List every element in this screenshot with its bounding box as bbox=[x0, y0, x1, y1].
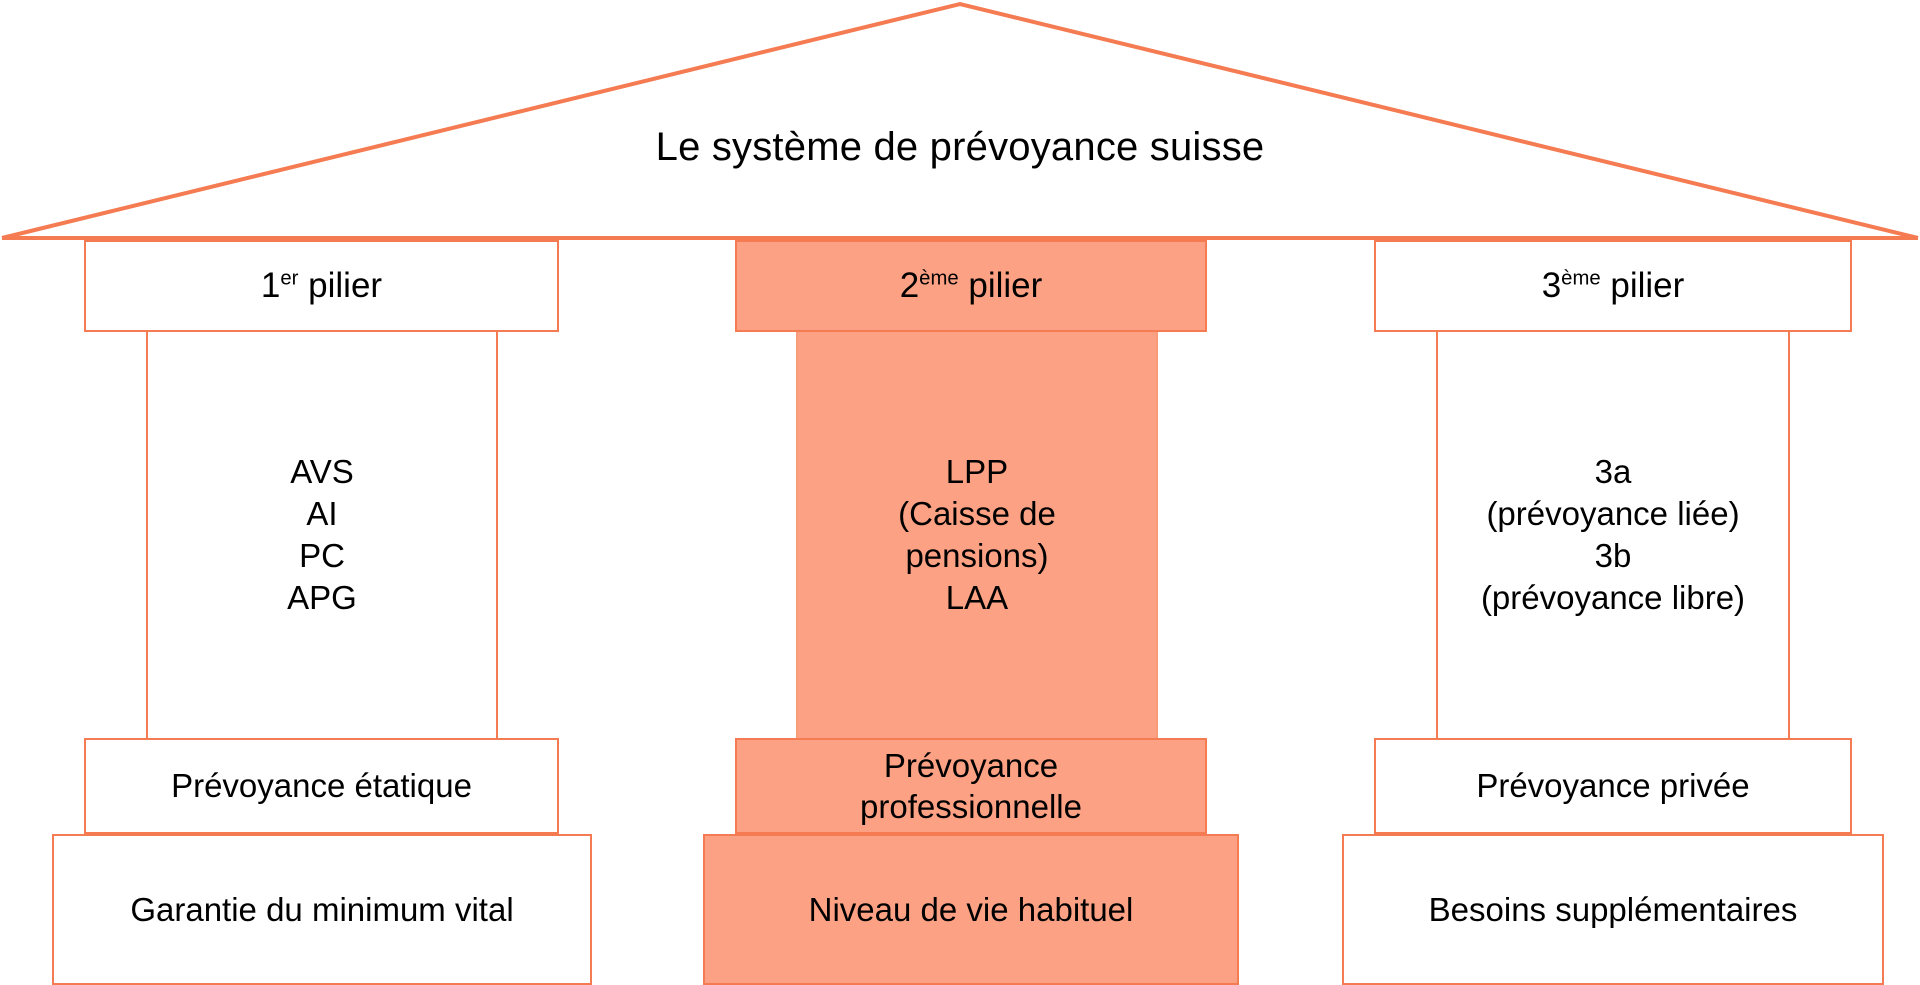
pillar-1-base-label: Garantie du minimum vital bbox=[130, 890, 514, 928]
pillar-1-shaft-text: AVS AI PC APG bbox=[287, 451, 357, 619]
pillar-3-capital-label: 3ème pilier bbox=[1542, 264, 1685, 308]
pillar-1-shaft-line: AI bbox=[306, 495, 338, 533]
pillar-1-word: pilier bbox=[308, 266, 383, 306]
pillar-2-number: 2 bbox=[899, 266, 920, 306]
pillar-2-base-label: Niveau de vie habituel bbox=[808, 890, 1134, 928]
page-title: Le système de prévoyance suisse bbox=[655, 125, 1265, 169]
pillar-1-base-box[interactable]: Garantie du minimum vital bbox=[52, 834, 592, 985]
pillar-2-ordinal: ème bbox=[919, 267, 959, 290]
pillar-2-middle-line: Prévoyance bbox=[883, 746, 1059, 784]
pillar-1-capital[interactable]: 1er pilier bbox=[84, 240, 559, 332]
pillar-1-capital-label: 1er pilier bbox=[261, 264, 382, 308]
pillar-2-shaft-line: LPP bbox=[945, 453, 1009, 491]
pillar-1-shaft-line: APG bbox=[287, 578, 357, 616]
pillar-1-middle-box[interactable]: Prévoyance étatique bbox=[84, 738, 559, 834]
pillar-3-shaft-line: 3a bbox=[1594, 453, 1632, 491]
pillar-3-capital[interactable]: 3ème pilier bbox=[1374, 240, 1852, 332]
pillar-2-middle-line: professionnelle bbox=[860, 788, 1082, 825]
pillar-3-shaft-line: (prévoyance liée) bbox=[1486, 495, 1740, 533]
pillar-1-shaft-line: AVS bbox=[290, 453, 354, 491]
pillar-3-middle-label: Prévoyance privée bbox=[1476, 767, 1750, 805]
roof-gable-icon bbox=[1, 1, 1919, 240]
pillar-2-capital[interactable]: 2ème pilier bbox=[735, 240, 1207, 332]
pillar-2-middle-label: Prévoyance professionnelle bbox=[860, 745, 1082, 828]
pillar-2-shaft[interactable]: LPP (Caisse de pensions) LAA bbox=[796, 332, 1158, 738]
pillar-2-shaft-line: (Caisse de bbox=[898, 495, 1056, 533]
pillar-1-middle-label: Prévoyance étatique bbox=[171, 767, 472, 805]
pillar-2-base-box[interactable]: Niveau de vie habituel bbox=[703, 834, 1239, 985]
pillar-3-ordinal: ème bbox=[1561, 267, 1601, 290]
pillar-3-shaft[interactable]: 3a (prévoyance liée) 3b (prévoyance libr… bbox=[1436, 332, 1790, 738]
pillar-1-ordinal: er bbox=[280, 267, 299, 290]
pillar-2-middle-box[interactable]: Prévoyance professionnelle bbox=[735, 738, 1207, 834]
pillar-3-number: 3 bbox=[1541, 266, 1562, 306]
pillar-2-shaft-text: LPP (Caisse de pensions) LAA bbox=[898, 451, 1056, 619]
pillar-2-word: pilier bbox=[968, 266, 1043, 306]
pillar-2-shaft-line: LAA bbox=[945, 578, 1009, 616]
pillar-1-shaft[interactable]: AVS AI PC APG bbox=[146, 332, 498, 738]
pillar-3-shaft-line: 3b bbox=[1594, 537, 1632, 574]
pillar-3-word: pilier bbox=[1610, 266, 1685, 306]
pillar-3-middle-box[interactable]: Prévoyance privée bbox=[1374, 738, 1852, 834]
pillar-3-shaft-text: 3a (prévoyance liée) 3b (prévoyance libr… bbox=[1481, 451, 1745, 619]
pillar-3-base-label: Besoins supplémentaires bbox=[1428, 890, 1798, 928]
pillar-1-number: 1 bbox=[260, 266, 281, 306]
pillar-3-shaft-line: (prévoyance libre) bbox=[1480, 578, 1746, 616]
pillar-1-shaft-line: PC bbox=[299, 537, 345, 574]
pillar-3-base-box[interactable]: Besoins supplémentaires bbox=[1342, 834, 1884, 985]
pillar-2-shaft-line: pensions) bbox=[905, 537, 1049, 574]
pillar-2-capital-label: 2ème pilier bbox=[900, 264, 1043, 308]
